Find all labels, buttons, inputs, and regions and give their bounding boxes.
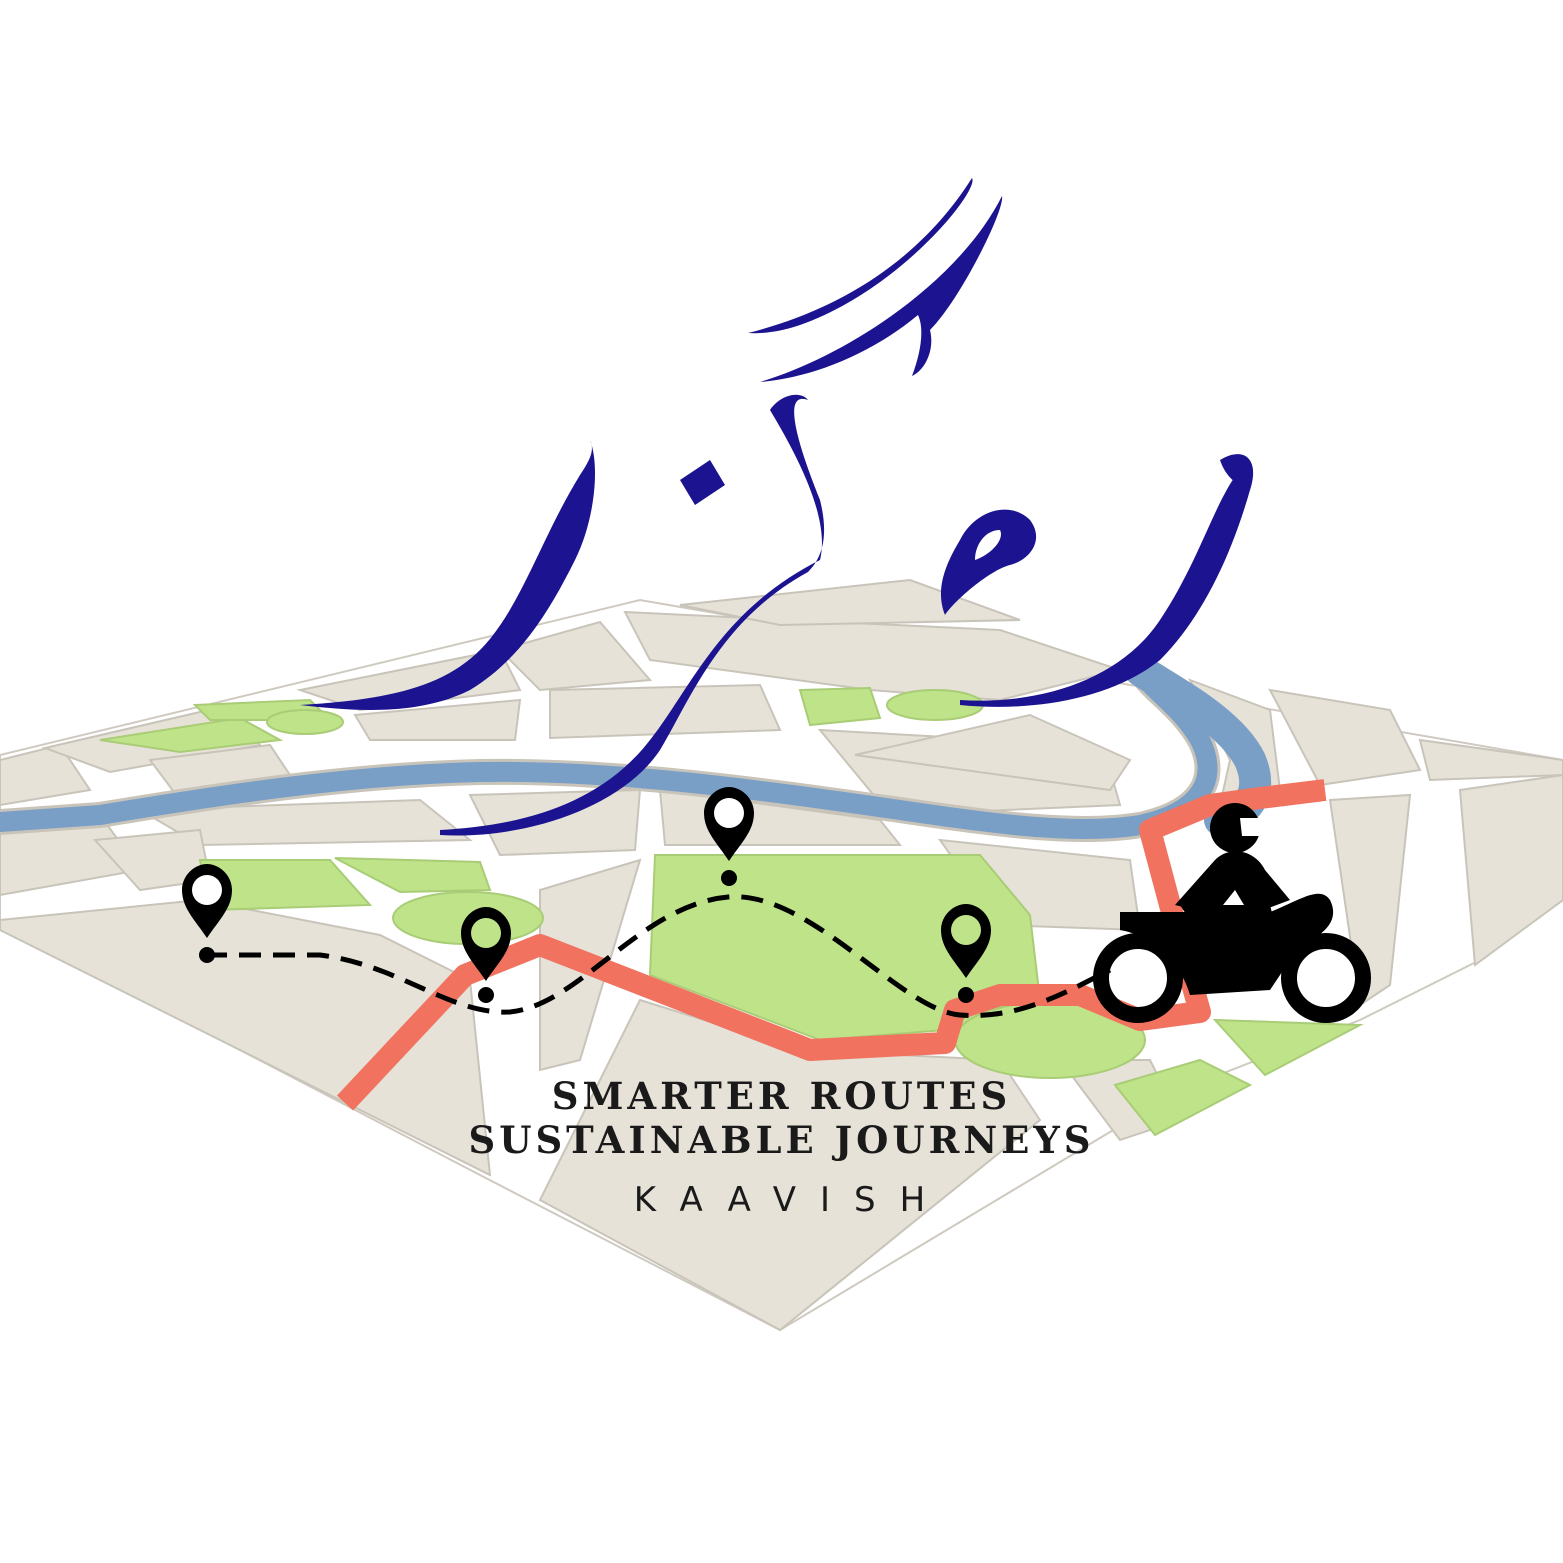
dashed-trip-line	[205, 894, 1112, 1019]
script-wordmark-logo	[300, 178, 1254, 836]
tagline-line-2: SUSTAINABLE JOURNEYS	[468, 1118, 1095, 1162]
brand-name: KAAVISH	[633, 1180, 950, 1220]
map-pin-icon	[461, 907, 511, 1003]
map-pin-icon	[182, 864, 232, 963]
map-pin-icon	[704, 787, 754, 886]
motorcycle-rider-icon	[1093, 803, 1371, 1023]
route-path	[336, 779, 1327, 1111]
tagline-line-1: SMARTER ROUTES	[551, 1074, 1012, 1118]
map-pin-icon	[941, 904, 991, 1003]
